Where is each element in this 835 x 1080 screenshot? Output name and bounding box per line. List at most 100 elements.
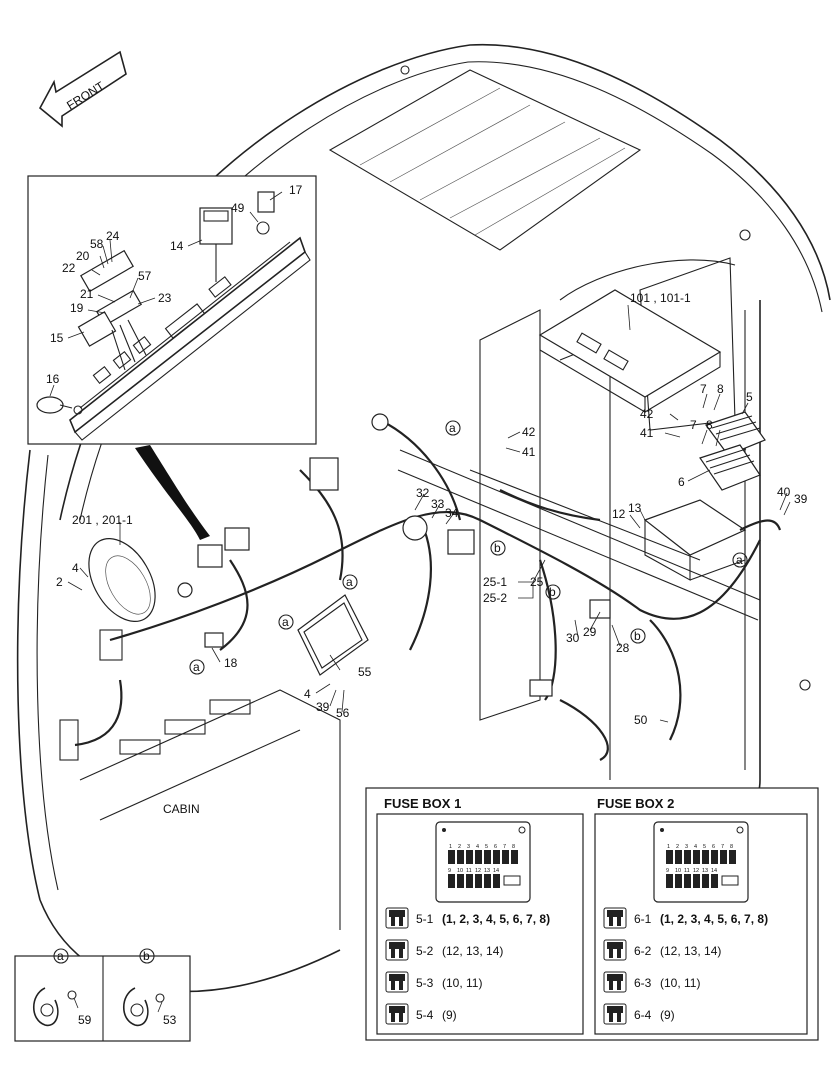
- svg-text:a: a: [736, 553, 743, 567]
- callout-41: 41: [522, 445, 536, 459]
- fuse-slot: [720, 850, 727, 864]
- fuse-slot: [484, 874, 491, 888]
- callout-22: 22: [62, 261, 76, 275]
- callout-32: 32: [416, 486, 430, 500]
- callout-34: 34: [445, 506, 459, 520]
- speaker-201: [88, 537, 156, 623]
- relay-module: [643, 499, 747, 581]
- callout-59: 59: [78, 1013, 92, 1027]
- fuse-number: 11: [684, 868, 690, 874]
- svg-text:a: a: [193, 660, 200, 674]
- fuse-slot: [475, 850, 482, 864]
- fuse-number: 11: [466, 868, 472, 874]
- fuse-number: 14: [711, 868, 717, 874]
- callout-15: 15: [50, 331, 64, 345]
- callout-23: 23: [158, 291, 172, 305]
- callout-18: 18: [224, 656, 238, 670]
- callout-39: 39: [794, 492, 808, 506]
- fuse-number: 13: [702, 868, 708, 874]
- fuse-number: 9: [448, 868, 451, 874]
- callout-24: 24: [106, 229, 120, 243]
- fuse-slot: [475, 874, 482, 888]
- callout-28: 28: [616, 641, 630, 655]
- fuse-slot: [457, 874, 464, 888]
- svg-text:a: a: [346, 575, 353, 589]
- fuse-number: 5: [485, 844, 488, 850]
- callout-39: 39: [316, 700, 330, 714]
- callout-8: 8: [717, 382, 724, 396]
- callout-25: 25: [530, 575, 544, 589]
- fuse-slot: [484, 850, 491, 864]
- fuse-number: 14: [493, 868, 499, 874]
- fuse-slot: [466, 850, 473, 864]
- callout-25-1: 25-1: [483, 575, 507, 589]
- fuse-slot: [702, 850, 709, 864]
- callout-40: 40: [777, 485, 791, 499]
- fuse-slot: [448, 850, 455, 864]
- callout-49: 49: [231, 201, 245, 215]
- fuse-number: 13: [484, 868, 490, 874]
- fuse-icon: [385, 971, 409, 993]
- callout-7: 7: [700, 382, 707, 396]
- mount-hole: [660, 828, 664, 832]
- fuse-number: 9: [666, 868, 669, 874]
- clamp-a-header: a: [53, 948, 69, 964]
- fuse-slot: [684, 874, 691, 888]
- fuse-slot: [457, 850, 464, 864]
- callout-55: 55: [358, 665, 372, 679]
- marker-a: a: [342, 574, 358, 590]
- front-arrow: FRONT: [38, 50, 127, 128]
- fuse-slot: [702, 874, 709, 888]
- mount-hole: [736, 826, 744, 834]
- fuse-box-1-legend: 5-1(1, 2, 3, 4, 5, 6, 7, 8)5-2(12, 13, 1…: [385, 907, 550, 1025]
- callout-50: 50: [634, 713, 648, 727]
- svg-text:b: b: [494, 541, 501, 555]
- fuse-legend-code: 6-1: [634, 912, 652, 926]
- callout-57: 57: [138, 269, 152, 283]
- fuse-icon: [385, 939, 409, 961]
- spare-slot: [503, 875, 521, 886]
- marker-a: a: [278, 614, 294, 630]
- fuse-number: 1: [667, 844, 670, 850]
- switch-panel-inset: [27, 175, 317, 445]
- marker-b: b: [490, 540, 506, 556]
- clamp-b-header: b: [139, 948, 155, 964]
- svg-text:a: a: [282, 615, 289, 629]
- callout-6: 6: [678, 475, 685, 489]
- fuse-icon: [603, 1003, 627, 1025]
- fuse-slot: [448, 874, 455, 888]
- fuse-number: 3: [467, 844, 470, 850]
- callout-14: 14: [170, 239, 184, 253]
- cabin-label: CABIN: [163, 802, 200, 816]
- fuse-icon: [385, 907, 409, 929]
- fuse-legend-desc: (1, 2, 3, 4, 5, 6, 7, 8): [442, 912, 550, 926]
- fuse-legend-desc: (12, 13, 14): [442, 944, 503, 958]
- fuse-block-5: [705, 411, 766, 456]
- fuse-number: 3: [685, 844, 688, 850]
- fuse-number: 1: [449, 844, 452, 850]
- callout-101: 101 , 101-1: [630, 291, 691, 305]
- callout-33: 33: [431, 497, 445, 511]
- fuse-slot: [711, 874, 718, 888]
- fuse-legend-code: 6-2: [634, 944, 652, 958]
- ecu-unit-101: [538, 289, 722, 413]
- fuse-number: 2: [458, 844, 461, 850]
- fuse-legend-desc: (12, 13, 14): [660, 944, 721, 958]
- fuse-slot: [693, 850, 700, 864]
- marker-b: b: [545, 584, 561, 600]
- callout-20: 20: [76, 249, 90, 263]
- fuse-legend-code: 5-1: [416, 912, 434, 926]
- fuse-number: 4: [476, 844, 479, 850]
- fuse-number: 2: [676, 844, 679, 850]
- fuse-number: 4: [694, 844, 697, 850]
- fuse-box-2-legend: 6-1(1, 2, 3, 4, 5, 6, 7, 8)6-2(12, 13, 1…: [603, 907, 768, 1025]
- spare-slot: [721, 875, 739, 886]
- fuse-box-1-frame: [376, 813, 584, 1035]
- fuse-block-6: [699, 444, 761, 491]
- fuse-number: 6: [712, 844, 715, 850]
- callout-4: 4: [304, 687, 311, 701]
- fuse-slot: [493, 874, 500, 888]
- fuse-box-1-title: FUSE BOX 1: [384, 796, 461, 811]
